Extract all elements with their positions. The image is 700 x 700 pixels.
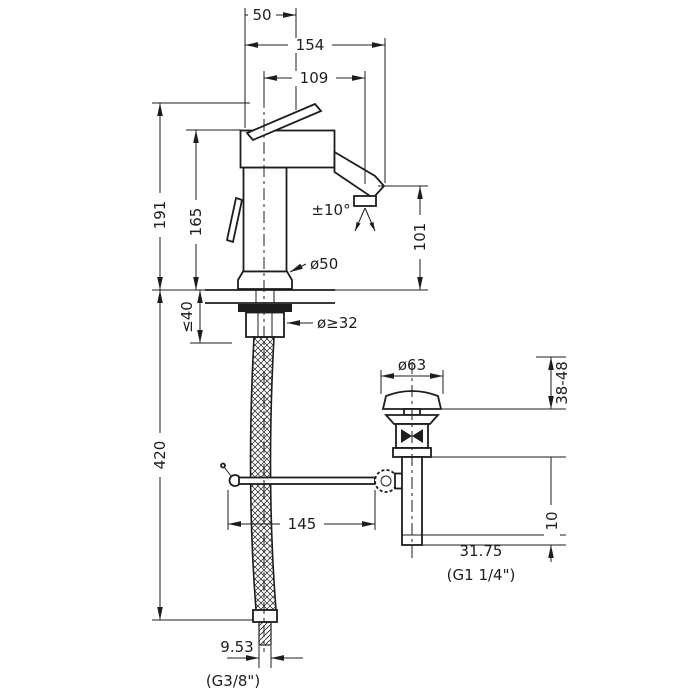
dim-swivel-label: ±10° (311, 201, 350, 219)
braided-supply-hose (249, 336, 277, 611)
extension-lines (152, 8, 566, 668)
hose-connector-group (252, 609, 278, 646)
dim-40-label: ≤40 (178, 301, 196, 333)
lever-handle (245, 102, 323, 142)
faucet-base (237, 270, 293, 290)
drain-plug (381, 390, 443, 410)
knurled-knob (374, 469, 398, 493)
mounting-nut (245, 311, 285, 338)
swivel-right-line (364, 207, 376, 232)
hose-nipple (258, 621, 272, 646)
dim-101-label: 101 (411, 223, 429, 252)
spout (333, 150, 386, 200)
dim-420-label: 420 (151, 441, 169, 470)
hose-ferrule (252, 609, 278, 623)
mounting-deck-group (205, 289, 335, 338)
horizontal-rod (238, 476, 376, 485)
dim-base-dia-label: ø50 (310, 255, 338, 273)
pullrod-knob (225, 196, 244, 244)
overflow-slot-right (412, 429, 423, 443)
overflow-slot-left (401, 429, 412, 443)
dimension-labels: 50 154 109 ±10° ø50 ø≥32 ø63 191 165 101… (151, 6, 571, 690)
dim-supply-dia-label: 9.53 (220, 638, 253, 656)
dim-165-label: 165 (187, 208, 205, 237)
aerator (353, 195, 377, 207)
swivel-left-line (354, 207, 366, 232)
leader-base-dia (289, 263, 307, 273)
faucet-column (242, 166, 288, 273)
popup-rod-group (220, 462, 405, 493)
centerlines (263, 96, 413, 652)
rod-end-cap (220, 462, 226, 469)
dim-3848-label: 38-48 (553, 361, 571, 405)
dim-10-label: 10 (543, 511, 561, 530)
dimension-lines (157, 12, 554, 661)
dim-tail-thread-label: (G1 1/4") (447, 566, 516, 584)
dim-191-label: 191 (151, 201, 169, 230)
dim-supply-thread-label: (G3/8") (206, 672, 260, 690)
washer (238, 304, 292, 312)
dim-50-label: 50 (252, 6, 271, 24)
dim-hole-dia-label: ø≥32 (317, 314, 358, 332)
faucet-body-group (225, 102, 386, 290)
dim-145-label: 145 (288, 515, 317, 533)
dim-tail-dia-label: 31.75 (460, 542, 503, 560)
dim-109-label: 109 (300, 69, 329, 87)
dim-154-label: 154 (296, 36, 325, 54)
